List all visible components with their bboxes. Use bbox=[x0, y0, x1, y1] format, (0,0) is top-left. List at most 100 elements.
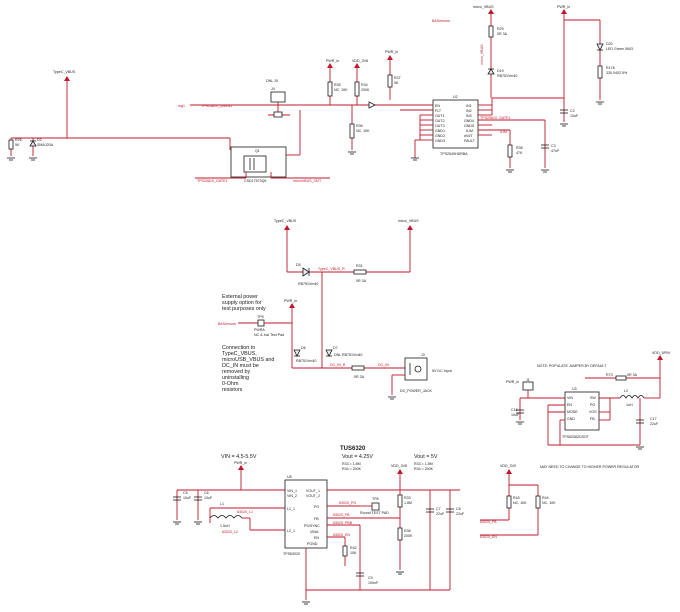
microvbus-out-label: microVBUS_OUT bbox=[293, 179, 322, 183]
c8-value: 22uF bbox=[456, 512, 465, 516]
net-pg-label: 63020_PG bbox=[339, 501, 356, 505]
c2-value: 10uF bbox=[570, 114, 579, 118]
d20-part: LED Green 0603 bbox=[606, 47, 633, 51]
u2-pin-en: EN bbox=[435, 104, 440, 108]
u5-ic bbox=[284, 479, 328, 549]
r36-label: R36 bbox=[356, 124, 363, 128]
c7-value: 22uF bbox=[436, 512, 445, 516]
u2-pin-out1: OUT1 bbox=[435, 114, 445, 118]
r38-value: 47K bbox=[516, 151, 523, 155]
r29-label: R29 bbox=[497, 27, 504, 31]
r178-value: 330 0402 5% bbox=[606, 71, 628, 75]
c5-value: 10uF bbox=[183, 496, 192, 500]
j1-jumper bbox=[522, 381, 534, 391]
mg-net-label: mg1 bbox=[178, 104, 185, 108]
c16-value: 10uF bbox=[511, 413, 520, 417]
l2-label: L2 bbox=[624, 389, 628, 393]
u2-pin-flt: FLT bbox=[435, 109, 442, 113]
dnl-j5-label: DNL J5 bbox=[266, 79, 278, 83]
u2-ic bbox=[432, 99, 479, 149]
u5-part: TPS63020 bbox=[283, 552, 300, 556]
top-load-switch-section: TypeC_VBUS R26 5K D2 SMAJ20A Q1 CSD17573… bbox=[7, 5, 633, 183]
l1-label: L1 bbox=[220, 502, 224, 506]
vout1-label: Vout = 4.25V bbox=[342, 454, 373, 460]
title-tus: TUS6320 bbox=[340, 446, 366, 452]
r43-value: NC, 10K bbox=[513, 501, 527, 505]
r34-label: R34 bbox=[361, 83, 368, 87]
pwr-in-label-2: PWR_in bbox=[385, 50, 398, 54]
u5-pin-pg: PG bbox=[314, 505, 319, 509]
c8-label: C8 bbox=[456, 507, 461, 511]
u2-label: U2 bbox=[453, 95, 458, 99]
u2-pin-fault: FAULT bbox=[464, 139, 476, 143]
c17-label: C17 bbox=[650, 417, 657, 421]
middle-power-mux-section: TypeC_VBUS D5 RB751Vm40 TypeC_VBUS_R R31… bbox=[218, 219, 452, 400]
r33-value: 1.8M bbox=[404, 501, 412, 505]
u3-part: TPS62082DSGT bbox=[562, 435, 590, 439]
u3-ic bbox=[564, 391, 600, 431]
c6-value: 10uF bbox=[204, 496, 213, 500]
c17-value: 22uF bbox=[650, 422, 659, 426]
ts-en-label: TPS25810_QSEN1 bbox=[201, 104, 232, 108]
vdd-3v8-label-1: VDD_3V8 bbox=[352, 59, 368, 63]
j1-label: J1 bbox=[526, 378, 530, 382]
u2-part: TPS2549HDRBA bbox=[440, 152, 468, 156]
u2-pin-in2: IN2 bbox=[466, 109, 472, 113]
conn-note-line8: resistors bbox=[222, 387, 243, 393]
d7-label: D7 bbox=[333, 346, 338, 350]
pwr-in-label-3: PWR_in bbox=[557, 5, 570, 9]
r33-label: R33 bbox=[404, 496, 411, 500]
ext-note-line3: test purposes only bbox=[222, 306, 266, 312]
j4-label: J4 bbox=[271, 87, 275, 91]
tps63020-section: TUS6320 VIN = 4.5-5.5V Vout = 4.25V R33 … bbox=[173, 446, 640, 605]
net-en2-label: 63020_EN bbox=[480, 535, 497, 539]
pwr-pn-label: PWRA bbox=[254, 328, 265, 332]
j3-connector bbox=[404, 357, 428, 381]
u2-pin-ilim: ILIM bbox=[466, 129, 473, 133]
d7-part: DNL RB751Vm40 bbox=[334, 353, 362, 357]
r36b-label: R36 bbox=[404, 529, 411, 533]
r31-label: R31 bbox=[356, 264, 363, 268]
r43-label: R43 bbox=[513, 496, 520, 500]
j3-label: J3 bbox=[421, 353, 425, 357]
r37-label: R37 bbox=[394, 76, 401, 80]
r73-label: R73 bbox=[606, 373, 613, 377]
tp6-part: Round TEST PAD bbox=[360, 511, 389, 515]
vdd-3v0-label: VDD_3V0 bbox=[500, 464, 516, 468]
u2-pin-gnd1: GND1 bbox=[435, 129, 445, 133]
l1-value: 1.5uH bbox=[220, 524, 230, 528]
u3-pin-vin: VIN bbox=[567, 396, 573, 400]
u2-pin-gnd3: GND3 bbox=[435, 139, 445, 143]
conn-note-line3: microUSB_VBUS and bbox=[222, 357, 274, 363]
c9-label: C9 bbox=[368, 576, 373, 580]
c16-label: C16 bbox=[511, 408, 518, 412]
u2-pin-out3: OUT3 bbox=[435, 124, 445, 128]
ext-note-line1: External power bbox=[222, 294, 258, 300]
u5-pin-pgnd: PGND bbox=[307, 542, 318, 546]
typec-vbus-label-top: TypeC_VBUS bbox=[53, 70, 76, 74]
pwr-in-label-right: PWR_in bbox=[506, 380, 519, 384]
net-pbb-label: 63020_PBB bbox=[333, 521, 353, 525]
u5-pin-vina: VINA bbox=[310, 530, 319, 534]
d19-label: D19 bbox=[497, 69, 504, 73]
d6-part: RB751Vm40 bbox=[296, 359, 316, 363]
u5-pin-vin1: VIN_1 bbox=[287, 489, 297, 493]
c3-value: 47nF bbox=[551, 149, 560, 153]
d19-part: RB751Vm40 bbox=[497, 74, 517, 78]
vdd-5v-label: VDD_5P0V bbox=[652, 351, 671, 355]
c6-label: C6 bbox=[204, 491, 209, 495]
conn-note-line2: TypeC_VBUS, bbox=[222, 351, 257, 357]
r32-value: 0R 3A bbox=[354, 375, 365, 379]
q1-part: CSD17573Q5 bbox=[244, 179, 266, 183]
u5-pin-vout2: VOUT_2 bbox=[306, 494, 320, 498]
tp6-label: TP6 bbox=[372, 497, 379, 501]
l2-value: 1uH bbox=[626, 403, 633, 407]
u5-label: U5 bbox=[287, 475, 292, 479]
vin-range: VIN = 4.5-5.5V bbox=[221, 454, 257, 460]
u5-pin-en: EN bbox=[314, 536, 319, 540]
conn-note-line4: DC_IN must be bbox=[222, 363, 259, 369]
r34-value: 200K bbox=[361, 88, 370, 92]
u5-pin-ps: PS/SYNC bbox=[304, 524, 320, 528]
r44-value: NC, 10K bbox=[542, 501, 556, 505]
